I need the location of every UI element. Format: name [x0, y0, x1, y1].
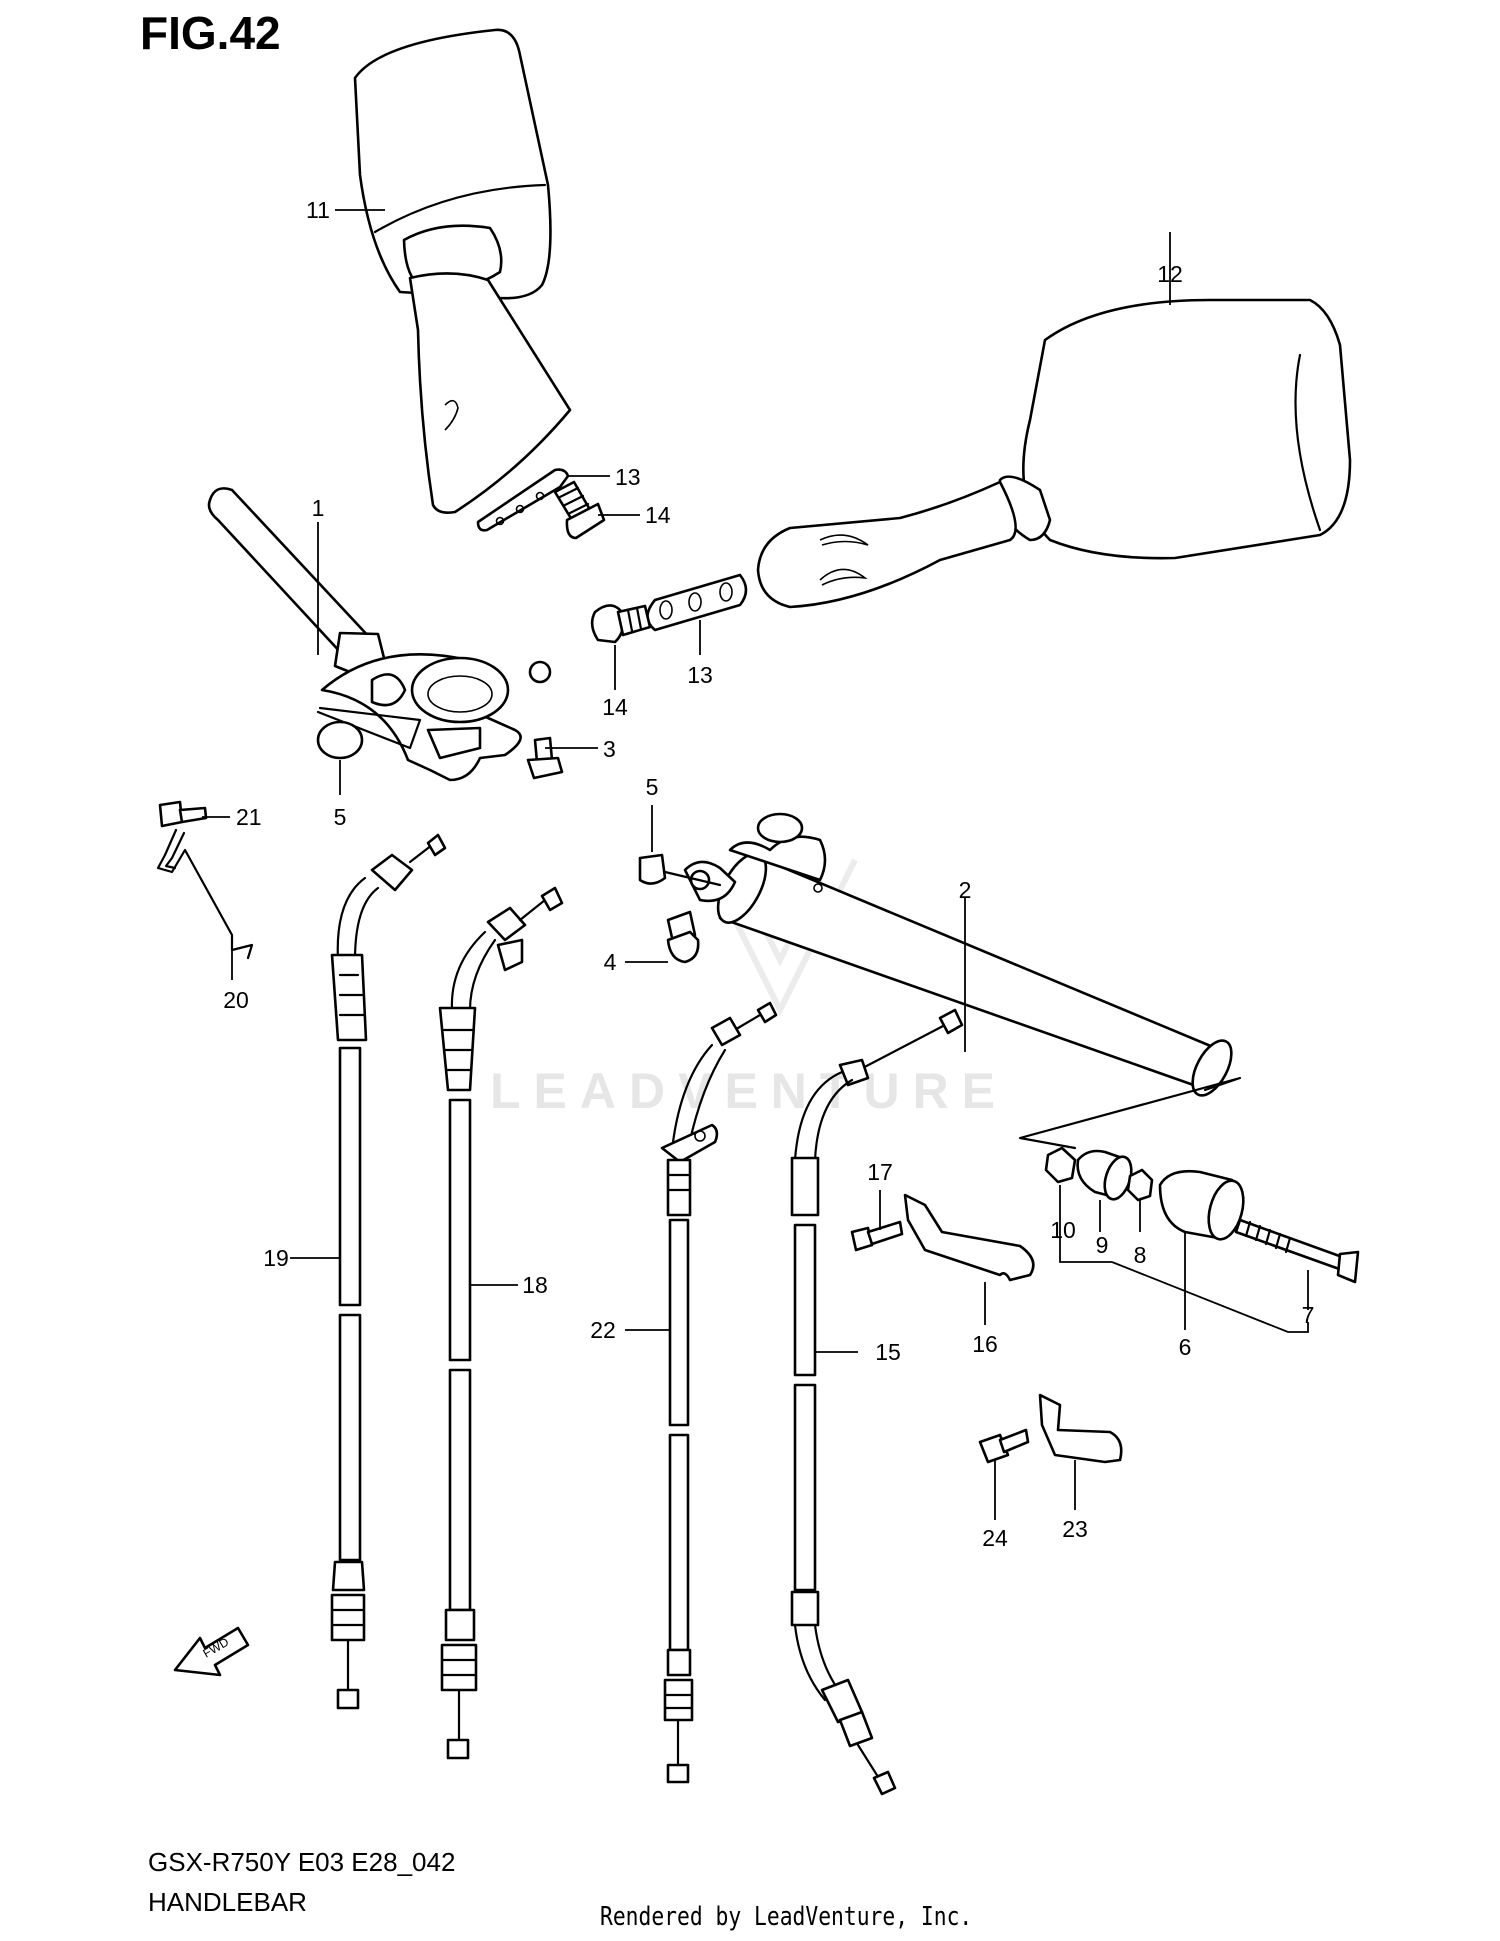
bracket-bolt[interactable]	[158, 800, 208, 828]
watermark-text: LEADVENTURE	[490, 1063, 1009, 1119]
left-handlebar[interactable]	[207, 487, 552, 782]
callout-10: 10	[1050, 1217, 1076, 1243]
rendered-by-credit: Rendered by LeadVenture, Inc.	[600, 1902, 973, 1932]
cable-clamp-lower[interactable]	[1038, 1393, 1123, 1464]
callout-21: 21	[236, 804, 262, 830]
callout-2: 2	[959, 877, 972, 903]
callout-19: 19	[263, 1245, 289, 1271]
throttle-cable-return[interactable]	[438, 886, 564, 1760]
clamp-bolt-left[interactable]	[526, 736, 564, 780]
clamp-bolt-right[interactable]	[666, 910, 700, 964]
forward-direction-arrow: FWD	[173, 1626, 250, 1677]
right-handlebar[interactable]	[683, 812, 1242, 1150]
bar-end-weight[interactable]	[1158, 1170, 1249, 1243]
handlebar-end-cap-left[interactable]	[316, 720, 364, 760]
callout-17: 17	[867, 1159, 893, 1185]
cable-clamp-screw[interactable]	[850, 1220, 904, 1252]
bar-end-collar[interactable]	[1044, 1146, 1077, 1184]
callout-20: 20	[223, 987, 249, 1013]
wire-bracket[interactable]	[156, 828, 254, 960]
clutch-cable[interactable]	[790, 1008, 964, 1796]
callout-8: 8	[1134, 1242, 1147, 1268]
cable-clamp-lower-bolt[interactable]	[978, 1428, 1030, 1464]
right-mirror-gasket[interactable]	[646, 573, 748, 632]
bar-end-screw[interactable]	[1234, 1218, 1360, 1284]
callout-14-lower: 14	[602, 694, 628, 720]
leader-lines	[202, 209, 1309, 1520]
callout-3: 3	[603, 736, 616, 762]
callout-9: 9	[1096, 1232, 1109, 1258]
choke-cable[interactable]	[660, 1001, 778, 1784]
figure-title: FIG.42	[140, 7, 281, 59]
callout-18: 18	[522, 1272, 548, 1298]
callout-13-upper: 13	[615, 464, 641, 490]
right-mirror-bolt[interactable]	[590, 604, 652, 644]
callout-1: 1	[312, 495, 325, 521]
callout-6: 6	[1179, 1334, 1192, 1360]
throttle-cable-pull[interactable]	[330, 833, 447, 1710]
callout-13-lower: 13	[687, 662, 713, 688]
left-mirror[interactable]	[353, 28, 572, 514]
left-mirror-gasket[interactable]	[476, 468, 570, 532]
left-mirror-bolt[interactable]	[553, 480, 606, 540]
callout-23: 23	[1062, 1516, 1088, 1542]
callout-4: 4	[604, 949, 617, 975]
handlebar-end-cap-right[interactable]	[638, 853, 722, 887]
callout-24: 24	[982, 1525, 1008, 1551]
bar-end-nut[interactable]	[1126, 1168, 1154, 1202]
bar-end-bracket-lines	[1059, 1215, 1309, 1333]
callout-11: 11	[306, 197, 330, 223]
cable-clamp-upper[interactable]	[903, 1193, 1035, 1282]
callout-16: 16	[972, 1331, 998, 1357]
section-name: HANDLEBAR	[148, 1887, 307, 1917]
model-code: GSX-R750Y E03 E28_042	[148, 1847, 456, 1877]
callout-5-lower: 5	[646, 774, 659, 800]
callout-12: 12	[1157, 261, 1183, 287]
callout-15: 15	[875, 1339, 901, 1365]
right-mirror[interactable]	[756, 298, 1352, 609]
callout-22: 22	[590, 1317, 616, 1343]
bar-end-rubber[interactable]	[1076, 1149, 1137, 1203]
callout-numbers: 11 12 13 14 1 3 5 14 13 5 2 4 21 20 19 1…	[223, 197, 1314, 1551]
callout-7: 7	[1302, 1302, 1315, 1328]
callout-14-upper: 14	[645, 502, 671, 528]
callout-5-upper: 5	[334, 804, 347, 830]
